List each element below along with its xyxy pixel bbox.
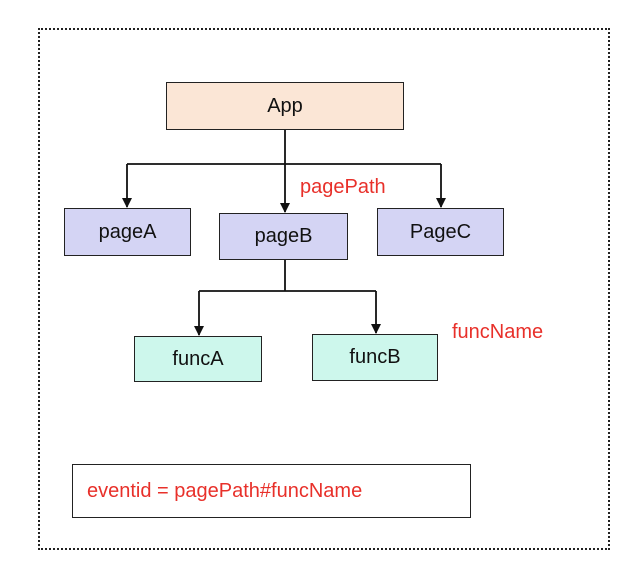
eventid-formula-text: eventid = pagePath#funcName xyxy=(87,479,363,502)
node-app: App xyxy=(166,82,404,130)
diagram-frame xyxy=(38,28,610,550)
pagepath-label: pagePath xyxy=(300,176,386,198)
funcname-label: funcName xyxy=(452,321,544,343)
node-funcb: funcB xyxy=(312,334,438,381)
node-pagea: pageA xyxy=(64,208,191,256)
node-pagec: PageC xyxy=(377,208,504,256)
node-funca: funcA xyxy=(134,336,262,382)
node-pageb: pageB xyxy=(219,213,348,260)
eventid-formula-box: eventid = pagePath#funcName xyxy=(72,464,471,518)
